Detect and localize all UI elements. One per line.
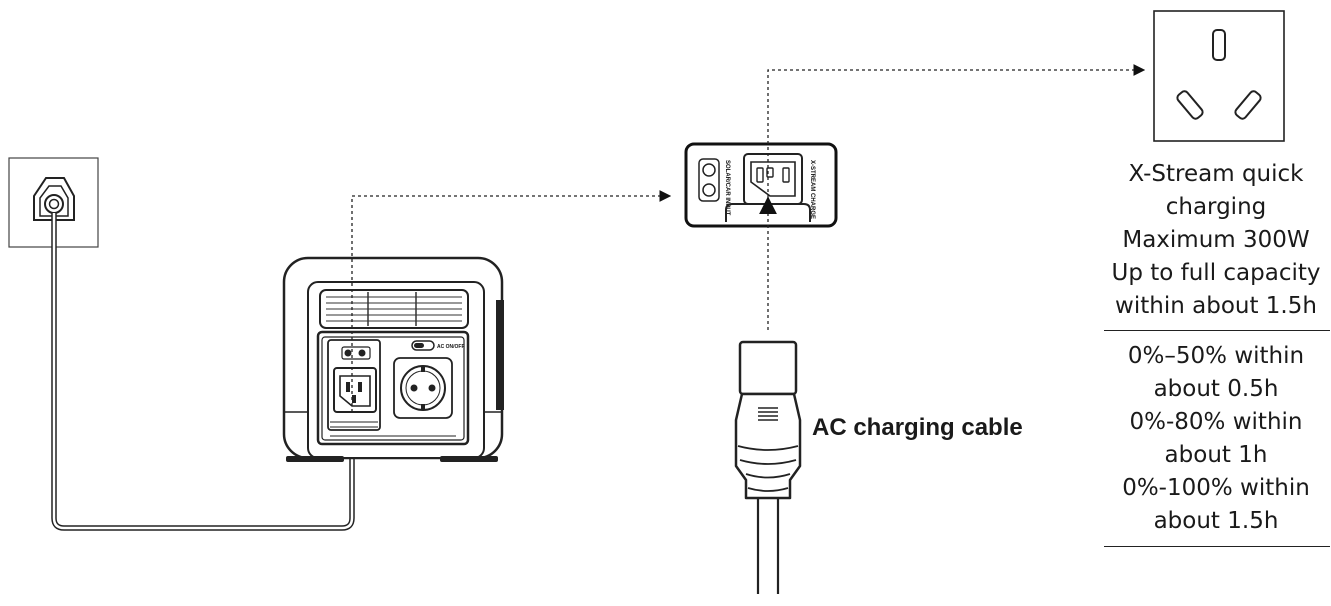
wall-outlet-left (8, 157, 99, 248)
wall-outlet-right (1153, 10, 1285, 142)
info-line: Maximum 300W (1122, 227, 1310, 253)
info-line: charging (1165, 194, 1267, 220)
xstream-info: X-Stream quick charging Maximum 300W Up … (1102, 158, 1330, 323)
svg-text:AC ON/OFF: AC ON/OFF (437, 344, 465, 350)
divider (1104, 330, 1330, 331)
dashed-arrow-to-port (351, 190, 672, 412)
info-line: Up to full capacity (1111, 260, 1321, 286)
info-line: about 1.5h (1153, 508, 1279, 534)
xstream-charge-label: X-STREAM CHARGE (809, 160, 815, 219)
ac-switch-label: AC ON/OFF (437, 344, 465, 350)
svg-text:X-STREAM CHARGE: X-STREAM CHARGE (809, 160, 815, 219)
charge-times-info: 0%–50% within about 0.5h 0%-80% within a… (1102, 340, 1330, 538)
port-callout: SOLAR/CAR INPUT X-STREAM CHARGE (684, 142, 838, 228)
solar-input-label: SOLAR/CAR INPUT (724, 160, 730, 216)
info-line: within about 1.5h (1115, 293, 1317, 319)
info-line: about 1h (1164, 442, 1268, 468)
power-station: AC ON/OFF (282, 256, 504, 462)
dashed-arrow-to-outlet (767, 64, 1146, 330)
info-line: about 0.5h (1153, 376, 1279, 402)
info-line: 0%-100% within (1122, 475, 1310, 501)
divider (1104, 546, 1330, 547)
svg-text:SOLAR/CAR INPUT: SOLAR/CAR INPUT (724, 160, 730, 216)
info-line: X-Stream quick (1128, 161, 1304, 187)
vent-grille (319, 289, 469, 329)
ac-outlet (393, 357, 453, 419)
info-line: 0%–50% within (1127, 343, 1305, 369)
info-line: 0%-80% within (1129, 409, 1303, 435)
ac-charging-cable-label: AC charging cable (812, 414, 1023, 441)
ac-cable-plug (734, 340, 802, 594)
